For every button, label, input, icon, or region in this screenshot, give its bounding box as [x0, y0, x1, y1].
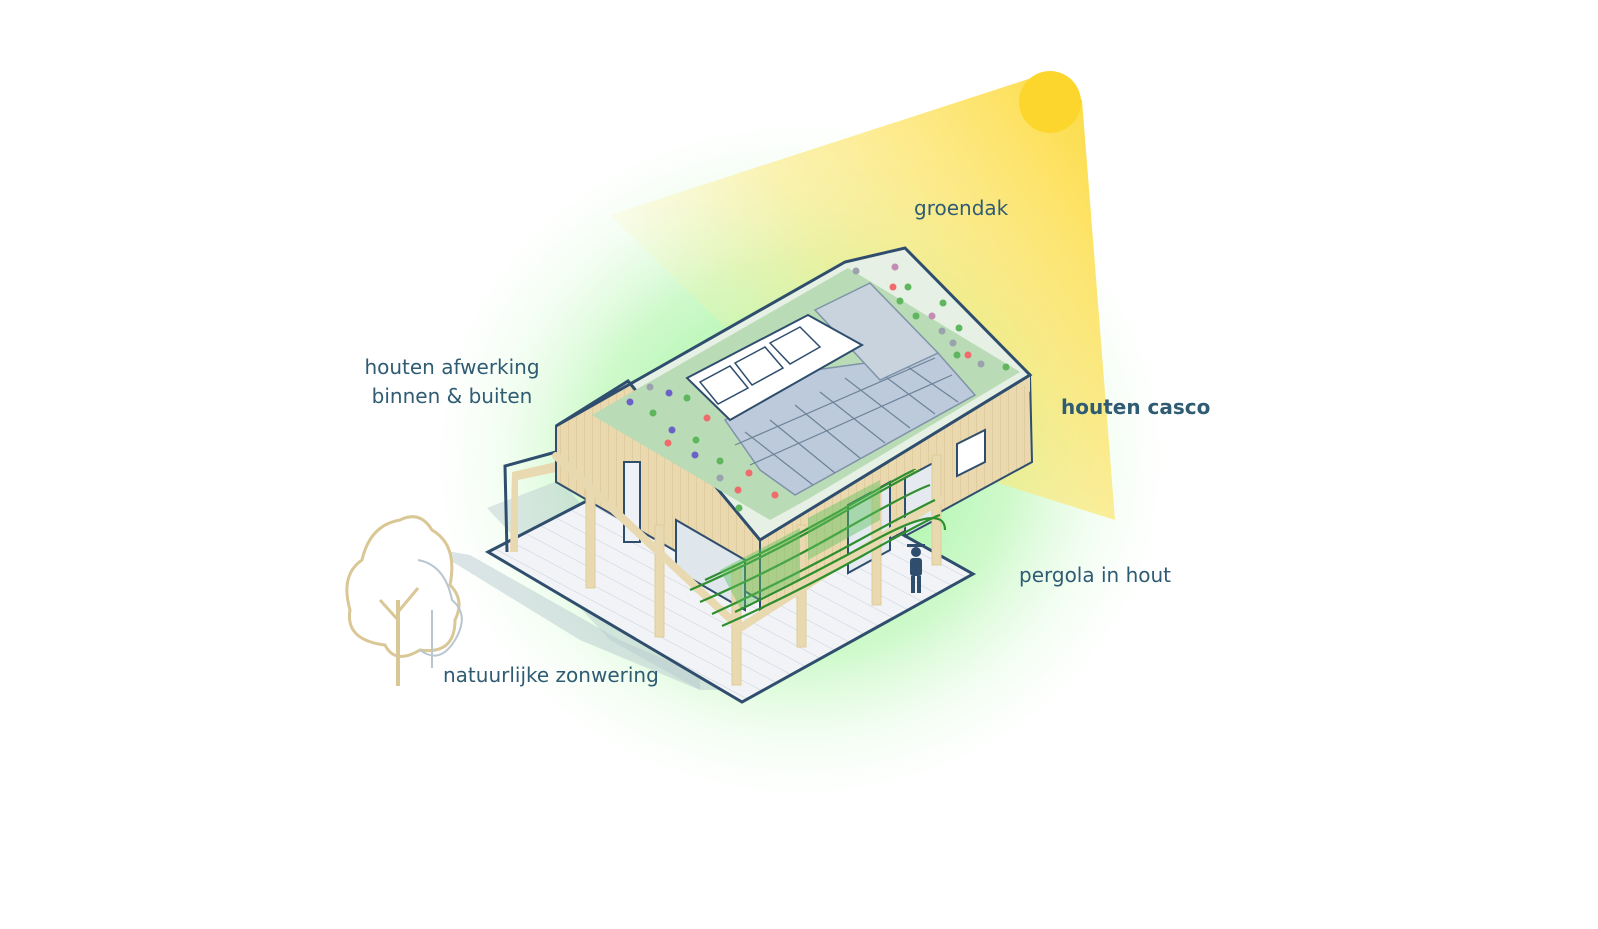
- sliding-door: [675, 518, 746, 612]
- sun-icon: [1019, 71, 1081, 133]
- pergola-foliage: [720, 480, 880, 608]
- cantilever-frame: [503, 450, 557, 553]
- label-pergola: pergola in hout: [1019, 563, 1171, 587]
- label-zonwering: natuurlijke zonwering: [443, 663, 659, 687]
- label-houten-casco: houten casco: [1061, 395, 1211, 419]
- skylight-frames: [698, 326, 822, 405]
- tree-shadow: [430, 548, 735, 690]
- skylights: [685, 313, 865, 422]
- pergola-vines: [689, 468, 947, 628]
- tree-icon: [345, 515, 463, 686]
- label-groendak: groendak: [914, 196, 1009, 220]
- cantilever-beam: [510, 462, 556, 552]
- person-icon: [907, 544, 925, 593]
- label-houten-afwerking-line2: binnen & buiten: [371, 384, 533, 408]
- label-houten-afwerking-line1: houten afwerking: [364, 355, 540, 379]
- label-houten-afwerking: houten afwerking binnen & buiten: [360, 353, 544, 411]
- roof-flowers: [626, 263, 1010, 512]
- pergola-beams: [552, 452, 944, 632]
- solar-panels-upper: [813, 282, 940, 381]
- side-window: [956, 428, 986, 478]
